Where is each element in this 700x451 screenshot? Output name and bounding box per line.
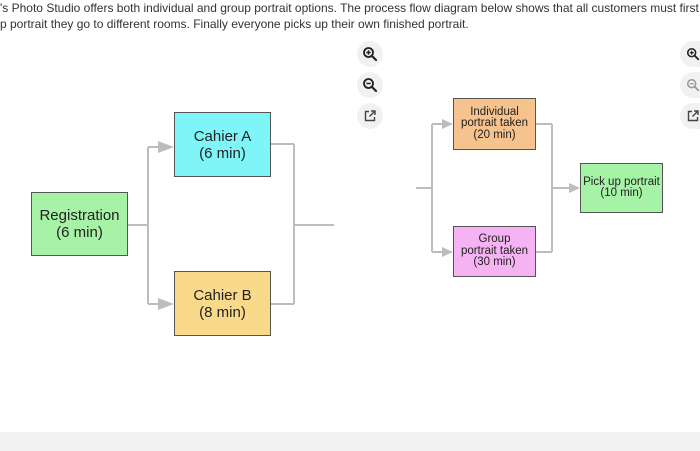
pickup-portrait-box: Pick up portrait (10 min) [580, 163, 663, 213]
right-zoom-out-button[interactable] [680, 72, 700, 98]
right-open-external-button[interactable] [680, 103, 700, 129]
cashier-b-label: Cahier B [193, 286, 252, 304]
intro-text: 's Photo Studio offers both individual a… [0, 0, 700, 32]
intro-line-2: p portrait they go to different rooms. F… [0, 17, 469, 31]
cashier-a-label: Cahier A [193, 127, 252, 145]
cashier-b-box: Cahier B (8 min) [174, 271, 271, 336]
registration-duration: (6 min) [56, 224, 103, 241]
left-open-external-button[interactable] [357, 103, 383, 129]
cashier-b-duration: (8 min) [199, 303, 246, 321]
cashier-a-duration: (6 min) [199, 144, 246, 162]
zoom-in-icon [686, 47, 700, 61]
left-zoom-out-button[interactable] [357, 72, 383, 98]
individual-label: Individual [470, 105, 519, 118]
registration-box: Registration (6 min) [31, 192, 128, 256]
arrow-to-cashier-a [158, 141, 174, 153]
individual-duration: (20 min) [473, 128, 516, 141]
pickup-duration: (10 min) [600, 187, 643, 199]
bottom-bar [0, 432, 700, 451]
individual-label-2: portrait taken [460, 117, 529, 130]
right-zoom-in-button[interactable] [680, 41, 700, 67]
group-label: Group [478, 233, 511, 246]
left-zoom-in-button[interactable] [357, 41, 383, 67]
arrow-to-individual [442, 119, 453, 129]
registration-label: Registration [39, 207, 120, 224]
group-portrait-box: Group portrait taken (30 min) [453, 226, 536, 277]
group-duration: (30 min) [473, 256, 516, 269]
cashier-a-box: Cahier A (6 min) [174, 112, 271, 177]
open-external-icon [364, 110, 376, 122]
intro-line-1: 's Photo Studio offers both individual a… [0, 1, 700, 15]
group-label-2: portrait taken [460, 244, 529, 257]
individual-portrait-box: Individual portrait taken (20 min) [453, 98, 536, 150]
zoom-out-icon [363, 78, 378, 93]
arrow-to-group [442, 247, 453, 257]
arrow-to-pickup [569, 183, 580, 193]
arrow-to-cashier-b [158, 298, 174, 310]
zoom-out-icon [686, 78, 700, 92]
zoom-in-icon [363, 47, 378, 62]
pickup-label: Pick up portrait [583, 175, 660, 188]
open-external-icon [687, 110, 699, 122]
